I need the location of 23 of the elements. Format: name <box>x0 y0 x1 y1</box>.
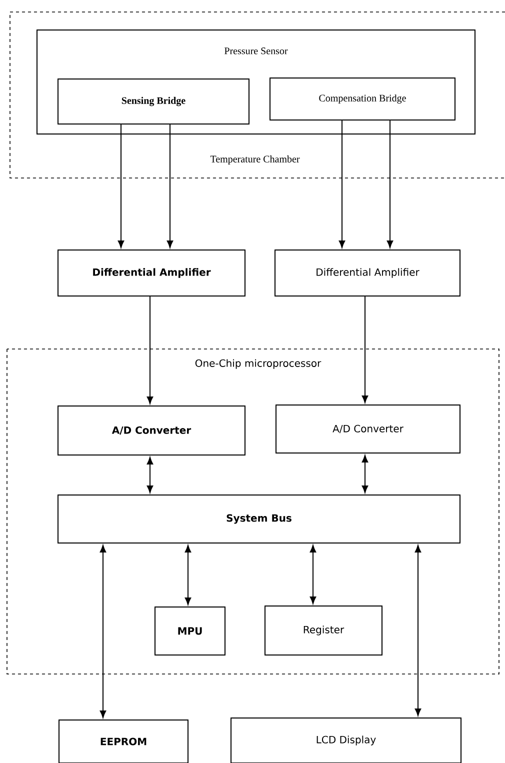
arrow <box>310 545 316 604</box>
arrow <box>184 545 192 605</box>
block-box: Compensation Bridge <box>270 78 456 120</box>
arrow <box>362 296 368 404</box>
block-box: LCD Display <box>230 718 462 763</box>
block-box: EEPROM <box>58 720 188 763</box>
block-box: MPU <box>154 606 226 656</box>
arrow <box>386 120 394 248</box>
block-box: Register <box>264 606 382 656</box>
arrow <box>146 457 154 494</box>
arrow <box>338 120 346 248</box>
block-box: A/D Converter <box>58 406 246 456</box>
block-box: Sensing Bridge <box>58 78 250 124</box>
arrow <box>100 545 106 718</box>
arrow <box>362 455 368 494</box>
block-box: System Bus <box>58 494 460 544</box>
arrow <box>166 124 174 248</box>
block-box: Differential Amplifier <box>58 250 246 296</box>
block-box: Differential Amplifier <box>274 250 460 296</box>
block-box: A/D Converter <box>276 404 460 454</box>
arrow <box>118 124 124 248</box>
arrow <box>414 545 422 716</box>
arrow <box>146 296 154 404</box>
